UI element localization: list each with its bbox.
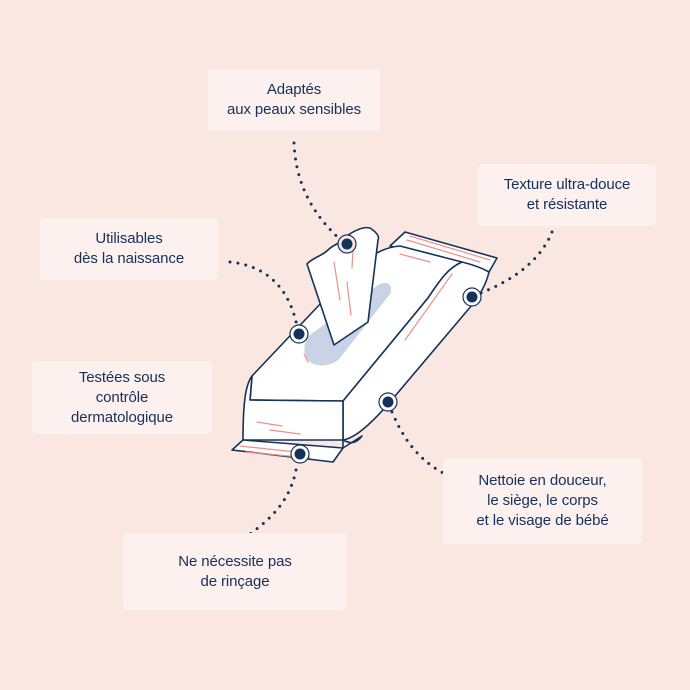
leader-adaptes <box>292 141 345 244</box>
marker-adaptes <box>337 234 357 254</box>
callout-line: Adaptés <box>266 81 322 98</box>
callout-utilisables: Utilisables dès la naissance <box>40 218 218 280</box>
callout-line: Testées sous <box>78 368 166 386</box>
callout-adaptes: Adaptés aux peaux sensibles <box>208 69 380 131</box>
callout-testees: Testées sous contrôle dermatologique <box>32 361 212 434</box>
callout-rincage: Ne nécessite pas de rinçage <box>123 533 347 610</box>
marker-texture <box>462 287 482 307</box>
callout-line: Ne nécessite pas <box>178 552 292 570</box>
leader-nettoie <box>390 410 472 486</box>
callout-line: Nettoie en douceur, <box>478 472 607 489</box>
callout-line: Utilisables <box>95 230 163 247</box>
leader-rincage <box>248 468 298 536</box>
callout-line: et résistante <box>526 196 608 213</box>
callout-line: aux peaux sensibles <box>226 101 362 118</box>
callout-line: de rinçage <box>200 572 270 590</box>
callout-line: Texture ultra-douce <box>503 176 631 193</box>
callout-line: et le visage de bébé <box>476 512 609 529</box>
callout-line: contrôle <box>95 388 149 406</box>
marker-rincage <box>290 444 310 464</box>
leader-texture <box>476 230 554 296</box>
callout-texture: Texture ultra-douce et résistante <box>478 164 656 226</box>
callout-line: le siège, le corps <box>487 492 598 509</box>
callout-nettoie: Nettoie en douceur, le siège, le corps e… <box>443 458 642 544</box>
marker-utilisables <box>289 324 309 344</box>
callout-line: dès la naissance <box>73 250 185 267</box>
callout-line: dermatologique <box>70 408 173 426</box>
markers <box>289 234 482 464</box>
leader-utilisables <box>228 260 299 328</box>
leader-lines <box>228 141 554 536</box>
marker-nettoie <box>378 392 398 412</box>
